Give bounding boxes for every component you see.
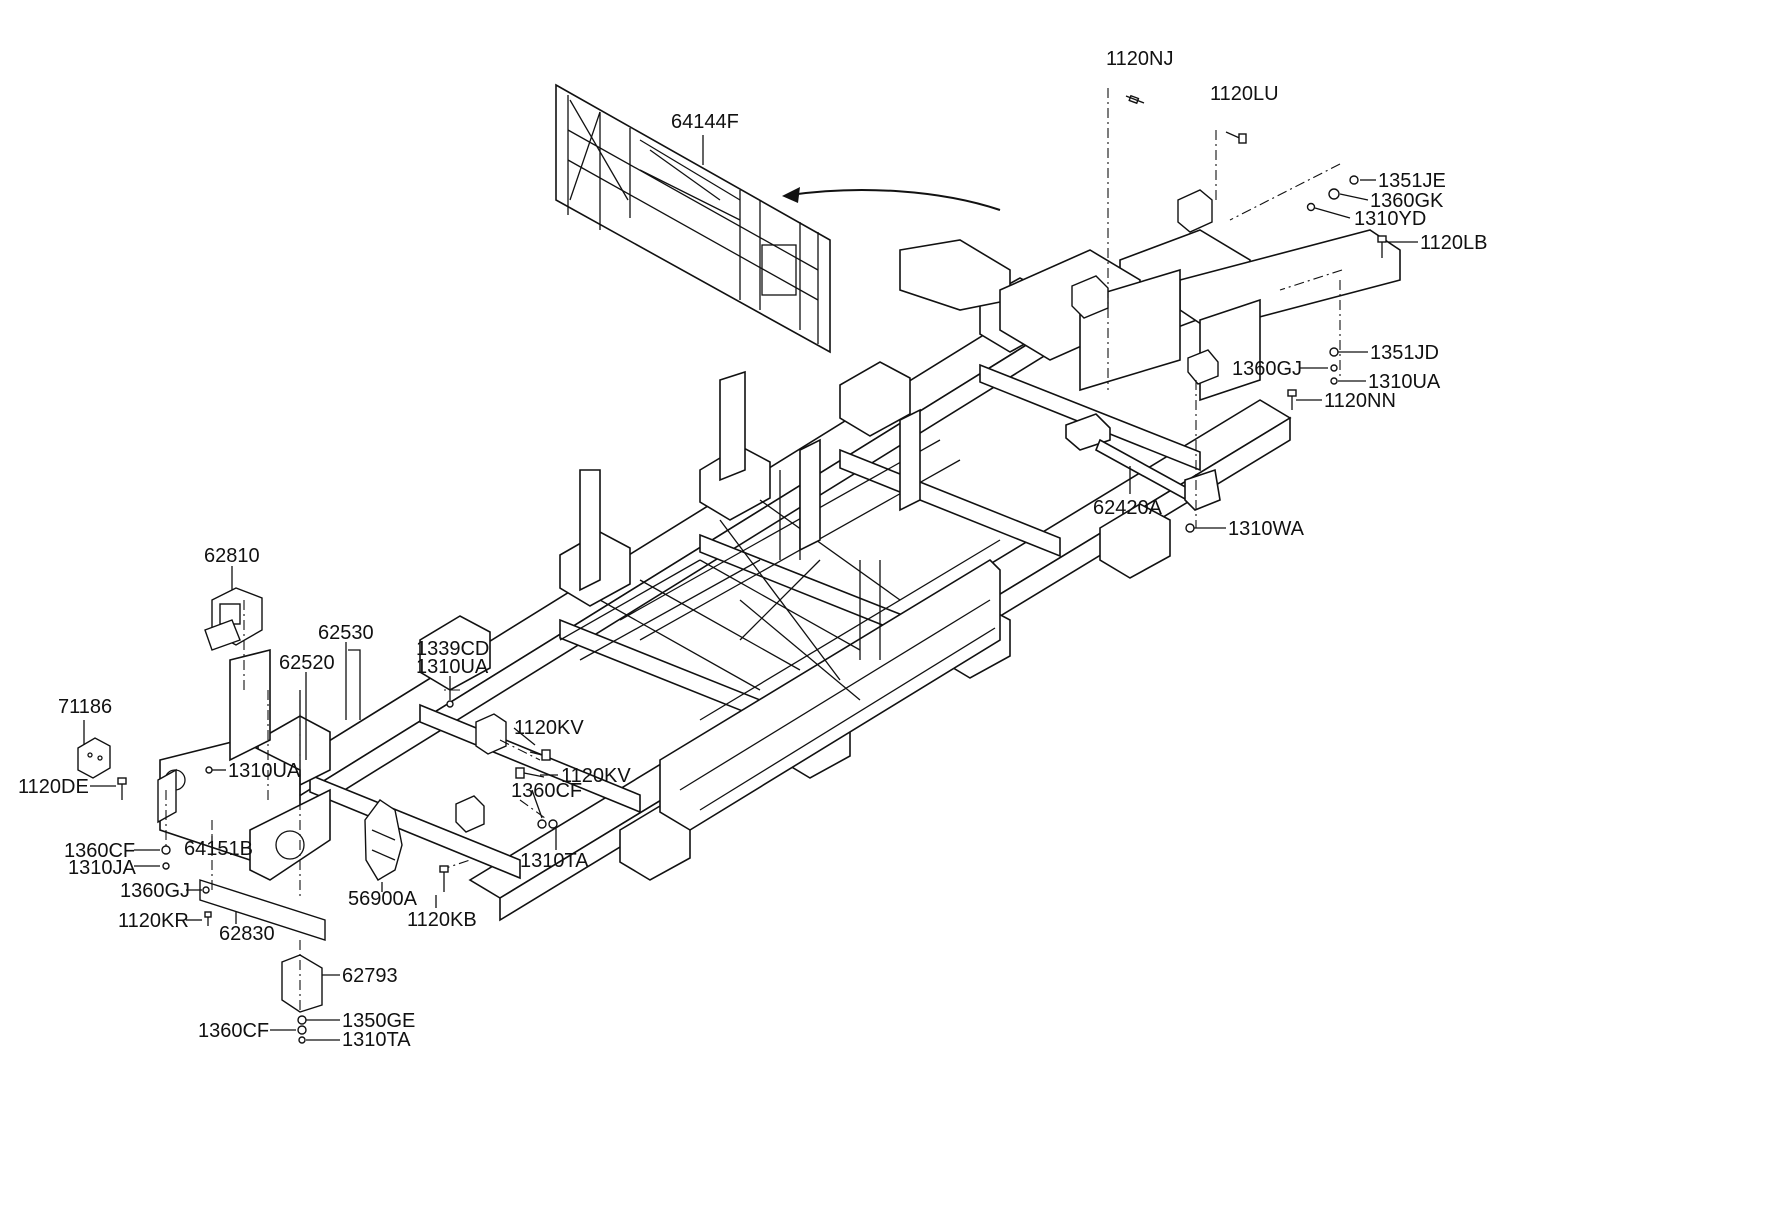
label-1351jd: 1351JD <box>1370 342 1439 364</box>
label-1310ja: 1310JA <box>68 857 136 879</box>
label-1120kv-b: 1120KV <box>561 765 631 787</box>
label-1120kb: 1120KB <box>407 909 477 931</box>
bolt-icon <box>515 767 545 779</box>
label-1310ta-b: 1310TA <box>342 1029 411 1051</box>
label-64151b: 64151B <box>184 838 253 860</box>
steering-gear-56900a <box>364 799 403 881</box>
label-1360cf-b: 1360CF <box>64 840 135 862</box>
leader-lines <box>83 135 1418 1041</box>
label-1339cd: 1339CD <box>416 638 489 660</box>
label-62420a: 62420A <box>1093 497 1163 519</box>
nut-icon <box>298 1036 306 1044</box>
bracket-71186 <box>77 737 111 779</box>
bolt-icon <box>1125 94 1145 105</box>
nut-icon <box>202 886 210 894</box>
label-1310ua-rear: 1310UA <box>1368 371 1441 393</box>
label-1310ta-a: 1310TA <box>520 850 589 872</box>
bracket-62793 <box>281 954 323 1013</box>
nut-icon <box>548 819 558 829</box>
label-1120lb: 1120LB <box>1420 232 1487 254</box>
part-labels: 1120NJ 1120LU 64144F 1351JE 1360GK 1310Y… <box>18 48 1487 1051</box>
nut-icon <box>446 700 454 708</box>
bracket-64151b <box>157 768 177 824</box>
label-62520: 62520 <box>279 652 335 674</box>
chassis-frame <box>159 229 1401 922</box>
nut-icon <box>205 766 213 774</box>
label-1360gj-front: 1360GJ <box>120 880 190 902</box>
label-1360cf-c: 1360CF <box>198 1020 269 1042</box>
nut-icon <box>1306 202 1316 212</box>
nut-icon <box>1328 188 1340 200</box>
bolt-icon <box>1287 389 1297 410</box>
assembly-dash-lines <box>165 88 1343 1010</box>
fasteners <box>117 94 1387 1044</box>
washer-icon <box>1349 175 1359 185</box>
label-64144f: 64144F <box>671 111 739 133</box>
label-1360cf-a: 1360CF <box>511 780 582 802</box>
washer-icon <box>1329 347 1339 357</box>
engine-mount-62810 <box>204 587 263 651</box>
bolt-icon <box>1225 131 1247 144</box>
label-1310yd: 1310YD <box>1354 208 1426 230</box>
label-1310wa: 1310WA <box>1228 518 1305 540</box>
bolt-icon <box>439 865 449 892</box>
washer-icon <box>297 1015 307 1025</box>
label-62793: 62793 <box>342 965 398 987</box>
label-56900a: 56900A <box>348 888 418 910</box>
label-1120lu: 1120LU <box>1210 83 1279 105</box>
label-62830: 62830 <box>219 923 275 945</box>
nut-icon <box>1185 523 1195 533</box>
label-1350ge: 1350GE <box>342 1010 415 1032</box>
assembly-arrow <box>782 187 1001 211</box>
label-62530: 62530 <box>318 622 374 644</box>
nut-icon <box>1330 364 1338 372</box>
bolt-icon <box>117 777 127 800</box>
bolt-icon <box>529 749 551 761</box>
washer-icon <box>537 819 547 829</box>
bolt-icon <box>204 911 212 926</box>
label-62810: 62810 <box>204 545 260 567</box>
label-1310ua-mid: 1310UA <box>416 656 489 678</box>
label-1120de: 1120DE <box>18 776 89 798</box>
label-1310ua-front: 1310UA <box>228 760 301 782</box>
nut-icon <box>1330 377 1338 385</box>
label-1360gk: 1360GK <box>1370 190 1444 212</box>
nut-icon <box>161 845 171 855</box>
nut-icon <box>162 862 170 870</box>
label-1120kr: 1120KR <box>118 910 189 932</box>
lower-bar-62830 <box>199 879 326 941</box>
label-1120nn: 1120NN <box>1324 390 1396 412</box>
nut-icon <box>297 1025 307 1035</box>
label-1120nj: 1120NJ <box>1106 48 1173 70</box>
label-1120kv-a: 1120KV <box>514 717 584 739</box>
label-1351je: 1351JE <box>1378 170 1446 192</box>
label-1360gj-rear: 1360GJ <box>1232 358 1302 380</box>
bolt-icon <box>1377 235 1387 258</box>
rear-mount-brackets <box>455 189 1219 833</box>
rear-bulkhead-64144f <box>555 83 831 354</box>
label-71186: 71186 <box>58 696 112 718</box>
cross-bar-62420a <box>1065 413 1221 511</box>
